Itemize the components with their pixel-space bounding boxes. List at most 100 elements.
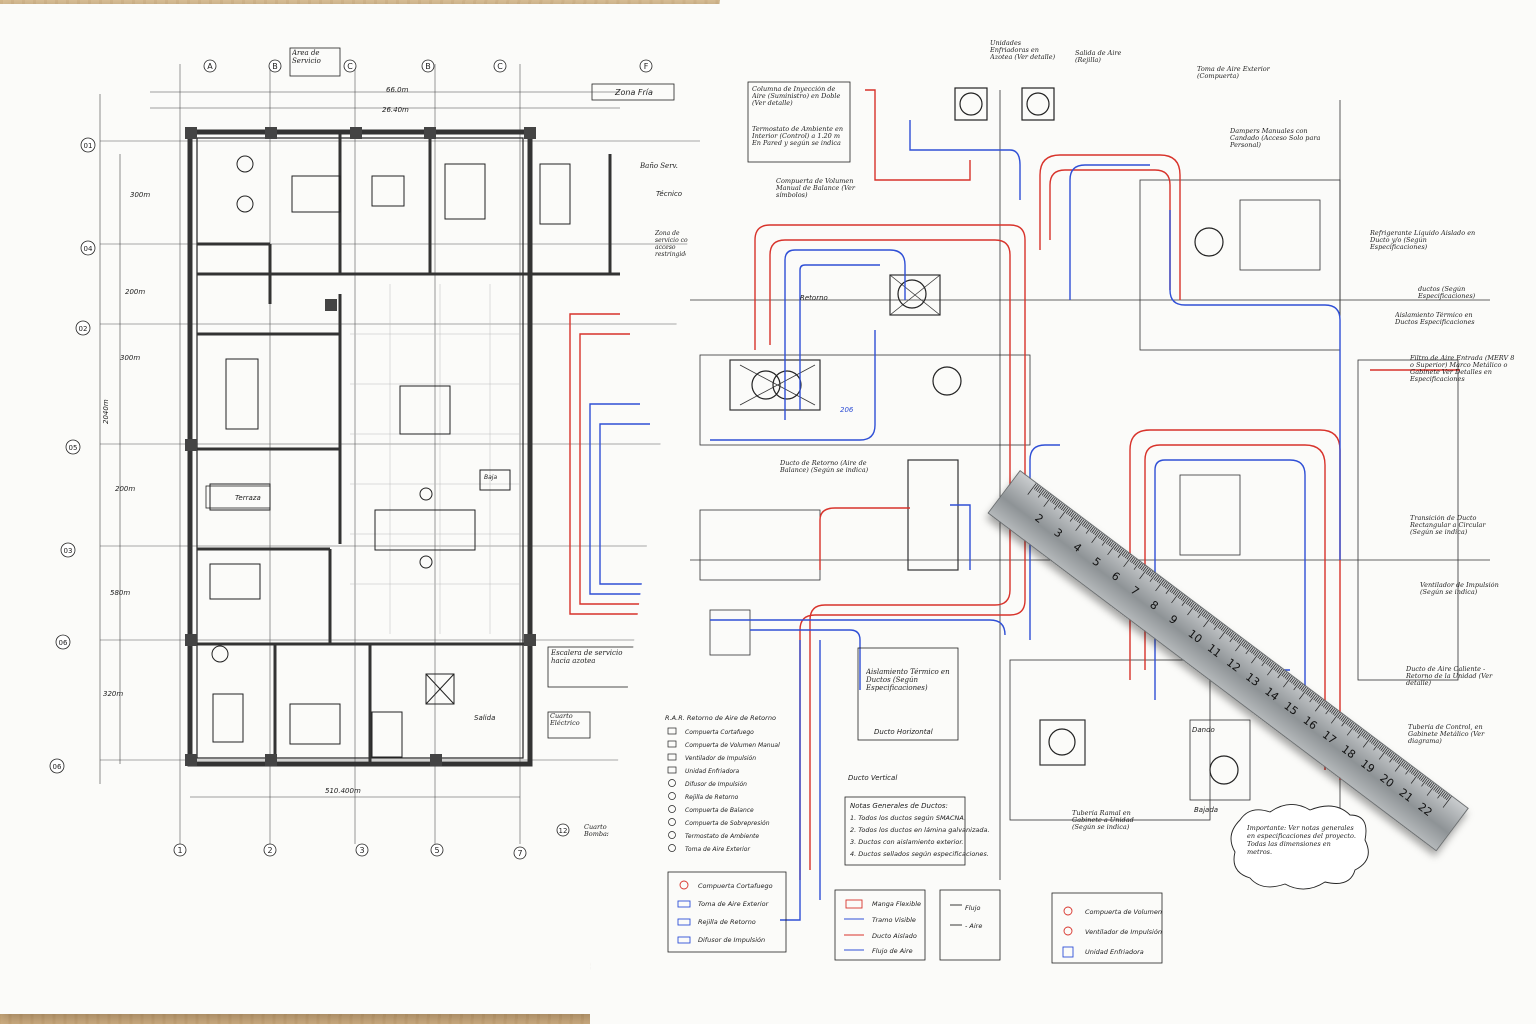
box2-item: Manga Flexible [872,900,921,908]
ruler-number: 7 [1128,584,1141,599]
dim-580: 580m [110,589,130,597]
importante-note: Importante: Ver notas generales en espec… [1247,824,1356,856]
dim-vertical: 2040m [102,399,110,424]
label-zona-fria: Zona Fría [614,88,653,97]
callout-tuberia-gabinete: Tubería Ramal en Gabinete a Unidad (Segú… [1072,810,1134,831]
legend-item: Compuerta de Sobrepresión [685,820,770,827]
grid-letter-c: C [347,62,353,71]
nota-3: 3. Ductos con aislamiento exterior. [850,838,963,846]
legend-item: Termostato de Ambiente [685,833,759,840]
grid-row-02: 02 [79,325,88,333]
callout-unidades: Unidades Enfriadoras en Azotea (Ver deta… [990,40,1056,61]
callout-ducto-frio: Ducto de Aire Caliente - Retorno de la U… [1406,666,1493,687]
box1-item: Rejilla de Retorno [698,918,756,926]
ruler-number: 17 [1320,728,1339,747]
ruler-number: 22 [1416,800,1435,819]
ruler-number: 11 [1205,641,1224,660]
legend-item: Compuerta Cortafuego [685,729,754,736]
callout-dando: Dando [1192,726,1215,734]
callout-tuberia: Tubería de Control, en Gabinete Metálico… [1408,724,1485,745]
label-cuarto-bombas: Cuarto Bombas [584,824,611,838]
ruler-number: 4 [1071,540,1084,555]
floor-plan-sheet: A B C B C F 1 2 3 5 7 12 01 04 02 05 03 … [0,4,740,1014]
ruler-number: 20 [1377,771,1396,790]
callout-ducto-horizontal: Ducto Horizontal [874,728,933,736]
dim-200-2: 200m [115,485,135,493]
nota-2: 2. Todos los ductos en lámina galvanizad… [850,826,990,834]
ruler-number: 8 [1147,598,1160,613]
label-escalera: Escalera de servicio hacia azotea [551,649,623,665]
legend-title: R.A.R. Retorno de Aire de Retorno [665,714,776,722]
box1-item: Compuerta Cortafuego [698,882,773,890]
grid-number-5: 5 [434,846,439,855]
legend-item: Toma de Aire Exterior [685,846,750,853]
grid-number-12: 12 [559,827,568,835]
ruler-number: 16 [1301,714,1320,733]
ruler-number: 9 [1166,613,1179,628]
callout-transicion: Transición de Ducto Rectangular a Circul… [1410,515,1486,536]
box1-item: Toma de Aire Exterior [698,900,770,908]
ruler-number: 6 [1109,569,1122,584]
callout-toma-aire: Toma de Aire Exterior (Compuerta) [1197,66,1270,80]
box3-item: Flujo [965,904,980,912]
label-zona-servicio: Zona de servicio con acceso restringido [655,230,692,258]
grid-row-06: 06 [59,639,68,647]
label-bano: Baño Serv. [640,162,678,170]
callout-ductos: ductos (Según Especificaciones) [1418,286,1476,300]
grid-row-05: 05 [69,444,78,452]
nota-1: 1. Todos los ductos según SMACNA. [850,814,966,822]
label-cuarto-electrico: Cuarto Eléctrico [550,713,580,727]
label-terraza: Terraza [235,494,261,502]
box4-item: Unidad Enfriadora [1085,948,1144,956]
ruler-number: 14 [1262,685,1281,704]
dim-320: 320m [103,690,123,698]
grid-row-06b: 06 [53,763,62,771]
grid-letter-b2: B [425,62,431,71]
dim-top-1: 26.40m [382,106,409,114]
label-tecnico: Técnico [656,190,682,198]
legend-item: Compuerta de Volumen Manual [685,742,780,749]
ruler-number: 21 [1396,786,1415,805]
ruler-number: 12 [1224,656,1243,675]
grid-letter-f: F [644,62,649,71]
callout-dampers: Dampers Manuales con Candado (Acceso Sol… [1230,128,1321,149]
callout-ducto-vertical: Ducto Vertical [848,774,897,782]
dim-206: 206 [840,406,854,414]
floor-plan-drawing: A B C B C F 1 2 3 5 7 12 01 04 02 05 03 … [49,47,700,860]
dim-200-1: 200m [125,288,145,296]
callout-aislamiento-box: Aislamiento Térmico en Ductos (Según Esp… [866,668,950,692]
grid-row-01: 01 [84,142,93,150]
ruler-number: 3 [1051,526,1064,541]
grid-number-3: 3 [359,846,364,855]
box1-item: Difusor de Impulsión [698,936,765,944]
dim-300-2: 300m [120,354,140,362]
label-baja: Baja [484,474,497,481]
label-area-servicio: Área de Servicio [292,49,321,65]
box4-item: Compuerta de Volumen [1085,908,1162,916]
grid-number-7: 7 [517,849,522,858]
callout-filtro: Filtro de Aire Entrada (MERV 8 o Superio… [1410,355,1515,383]
hvac-drawing: Unidades Enfriadoras en Azotea (Ver deta… [665,40,1515,964]
ruler-number: 15 [1281,699,1300,718]
legend-item: Rejilla de Retorno [685,794,739,801]
label-salida: Salida [474,714,495,722]
callout-columna: Columna de Inyección de Aire (Suministro… [752,86,841,107]
box4-item: Ventilador de Impulsión [1085,928,1162,936]
symbol-legend: Compuerta Cortafuego Compuerta de Volume… [685,729,780,853]
grid-letter-c2: C [497,62,503,71]
box2-item: Ducto Aislado [872,932,917,940]
ruler-number: 13 [1243,670,1262,689]
grid-row-03: 03 [64,547,73,555]
callout-bajada: Bajada [1194,806,1218,814]
dim-top-2: 66.0m [386,86,409,94]
ruler-number: 19 [1358,757,1377,776]
callout-ventilador: Ventilador de Impulsión (Según se indica… [1420,582,1499,596]
callout-termostato: Termostato de Ambiente en Interior (Cont… [752,126,844,147]
callout-aislamiento: Aislamiento Térmico en Ductos Especifica… [1395,312,1475,326]
notas-title: Notas Generales de Ductos: [850,802,948,810]
callout-salida-aire: Salida de Aire (Rejilla) [1075,50,1122,64]
dim-bottom: 510.400m [325,787,361,795]
